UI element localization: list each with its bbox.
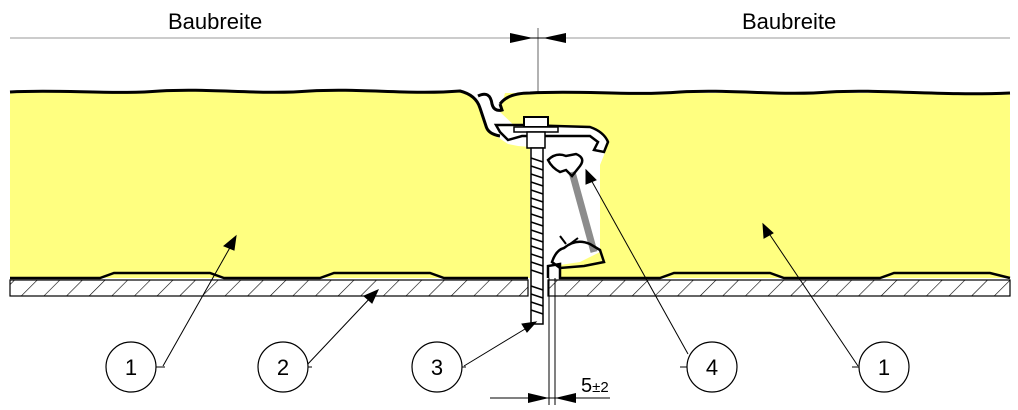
left-width-label: Baubreite xyxy=(168,9,263,34)
left-panel-core xyxy=(10,91,530,278)
fastening-screw xyxy=(530,147,544,325)
callout-2: 2 xyxy=(257,341,312,393)
substructure-beam xyxy=(9,279,1011,297)
callout-number: 4 xyxy=(706,355,718,380)
callout-number: 1 xyxy=(878,355,890,380)
callout-1-right: 1 xyxy=(852,341,910,393)
left-panel-bottom-skin xyxy=(10,271,528,280)
right-panel-core xyxy=(500,93,1010,278)
gap-value: 5 xyxy=(581,375,592,397)
callout-number: 2 xyxy=(277,355,289,380)
right-panel-bottom-skin xyxy=(546,262,1011,280)
gap-tolerance: ±2 xyxy=(592,379,609,396)
leader-lines xyxy=(162,168,859,367)
gap-dimension-value: 5±2 xyxy=(581,375,609,397)
tongue-profile xyxy=(477,92,504,112)
gap-dimension xyxy=(490,278,610,405)
callout-number: 1 xyxy=(125,355,137,380)
right-width-label: Baubreite xyxy=(742,9,837,34)
left-panel-top-skin xyxy=(9,88,501,138)
joint-dimension-arrows xyxy=(510,33,566,43)
callout-number: 3 xyxy=(431,355,443,380)
right-panel-top-skin xyxy=(498,89,1011,105)
callout-4: 4 xyxy=(680,341,738,393)
callout-1-left: 1 xyxy=(105,341,165,393)
clip-bracket xyxy=(546,152,606,270)
callout-3: 3 xyxy=(411,341,466,393)
